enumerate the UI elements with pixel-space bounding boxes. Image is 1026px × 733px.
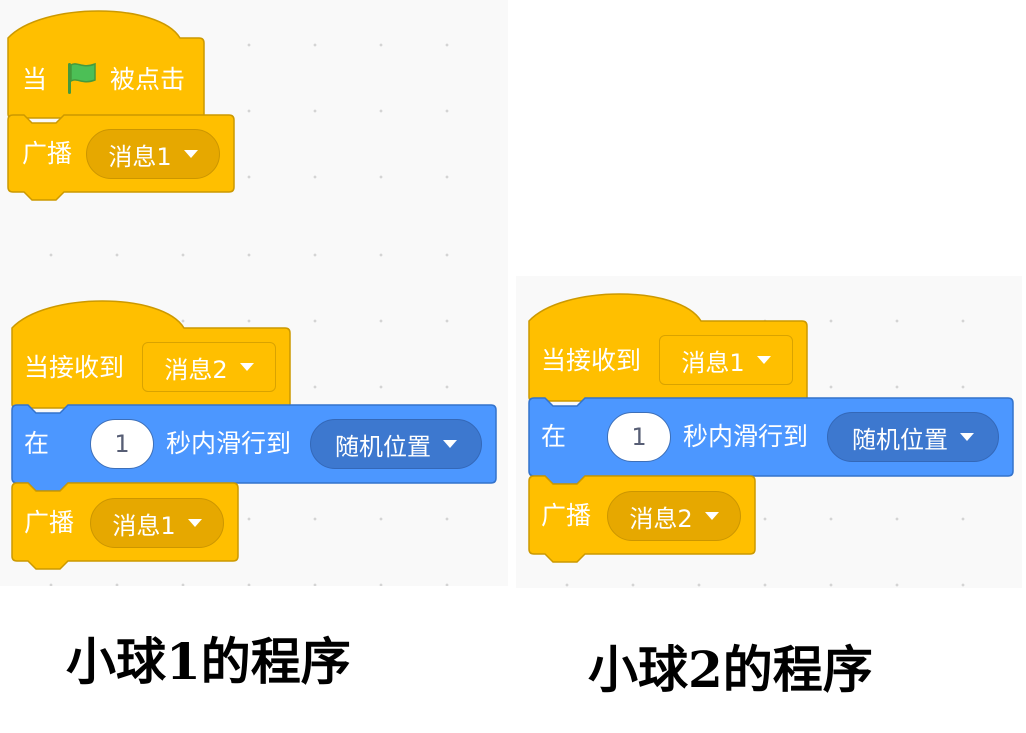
glide-target-dropdown[interactable]: 随机位置 [827, 412, 999, 462]
message-dropdown[interactable]: 消息1 [90, 498, 224, 548]
glide-block[interactable]: 在 1 秒内滑行到 随机位置 [528, 397, 1014, 488]
green-flag-icon [63, 60, 99, 96]
when-receive-label: 当接收到 [541, 346, 642, 375]
broadcast-block[interactable]: 广播 消息2 [528, 475, 756, 568]
hat-when-label: 当 [22, 65, 48, 94]
glide-text-label: 秒内滑行到 [683, 422, 809, 451]
dropdown-caret-icon [239, 363, 254, 371]
receive-message-value: 消息1 [681, 348, 745, 377]
dropdown-caret-icon [187, 519, 202, 527]
message-dropdown[interactable]: 消息2 [607, 491, 741, 541]
hat-clicked-label: 被点击 [110, 65, 186, 94]
dropdown-caret-icon [960, 433, 974, 441]
broadcast-label: 广播 [541, 501, 592, 530]
when-receive-block[interactable]: 当接收到 消息1 [528, 293, 808, 403]
dropdown-caret-icon [443, 440, 457, 448]
glide-block[interactable]: 在 1 秒内滑行到 随机位置 [11, 404, 497, 495]
receive-message-dropdown[interactable]: 消息2 [142, 342, 276, 392]
glide-text-label: 秒内滑行到 [166, 429, 292, 458]
broadcast-label: 广播 [22, 139, 73, 168]
seconds-input[interactable]: 1 [607, 412, 671, 462]
program1-caption: 小球1的程序 [66, 632, 351, 691]
message-value: 消息1 [112, 511, 176, 540]
program2-caption: 小球2的程序 [588, 640, 873, 699]
broadcast-block[interactable]: 广播 消息1 [7, 114, 235, 207]
when-flag-clicked-block[interactable]: 当 被点击 [7, 10, 205, 119]
broadcast-block[interactable]: 广播 消息1 [11, 482, 239, 575]
seconds-input[interactable]: 1 [90, 419, 154, 469]
glide-target-value: 随机位置 [852, 425, 948, 454]
when-receive-block[interactable]: 当接收到 消息2 [11, 300, 291, 410]
receive-message-dropdown[interactable]: 消息1 [659, 335, 793, 385]
message-dropdown[interactable]: 消息1 [86, 129, 220, 179]
dropdown-caret-icon [704, 512, 719, 520]
glide-target-value: 随机位置 [335, 432, 431, 461]
glide-target-dropdown[interactable]: 随机位置 [310, 419, 482, 469]
glide-in-label: 在 [541, 422, 567, 451]
message-value: 消息1 [108, 142, 172, 171]
glide-in-label: 在 [24, 429, 50, 458]
dropdown-caret-icon [183, 150, 198, 158]
when-receive-label: 当接收到 [24, 353, 125, 382]
broadcast-label: 广播 [24, 508, 75, 537]
message-value: 消息2 [629, 504, 693, 533]
receive-message-value: 消息2 [164, 355, 228, 384]
seconds-value: 1 [631, 423, 647, 451]
seconds-value: 1 [114, 430, 130, 458]
dropdown-caret-icon [756, 356, 771, 364]
